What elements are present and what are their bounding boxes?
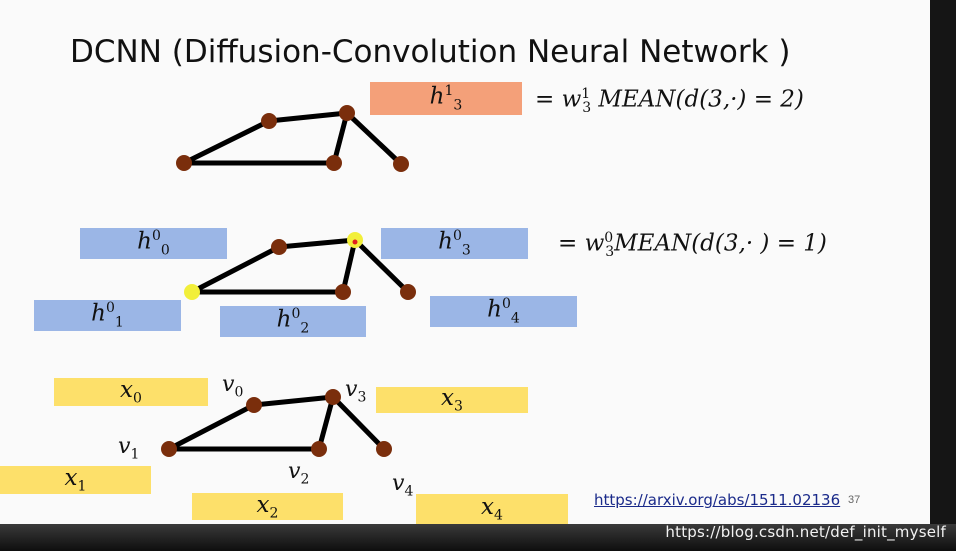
h4-layer0-box: h04	[430, 296, 577, 327]
h3-layer0-box: h03	[381, 228, 528, 259]
input-edge-3-4	[330, 394, 387, 452]
page-number: 37	[848, 494, 861, 506]
input-node-1	[161, 441, 177, 457]
layer2-node-4	[393, 156, 409, 172]
layer2-edge-0-3	[266, 110, 350, 124]
x3-input-box: x3	[376, 385, 528, 415]
layer2-node-0	[261, 113, 277, 129]
slide: DCNN (Diffusion-Convolution Neural Netwo…	[0, 0, 930, 524]
layer2-edge-0-1	[181, 118, 272, 166]
vertex-label-v4: v4	[392, 471, 414, 500]
vertex-label-v0: v0	[222, 372, 244, 401]
window-edge-bottom	[0, 524, 956, 551]
vertex-label-v1: v1	[118, 434, 140, 463]
layer1-center-node-marker	[352, 239, 358, 245]
h2-layer0-box: h02	[220, 306, 366, 337]
input-node-0	[246, 397, 262, 413]
layer2-equation: = w13 MEAN(d(3,·) = 2)	[535, 86, 804, 117]
watermark: https://blog.csdn.net/def_init_myself	[665, 523, 946, 541]
vertex-label-v3: v3	[345, 377, 367, 406]
h1-layer0-box: h01	[34, 300, 181, 331]
input-edge-0-3	[251, 394, 336, 408]
layer1-edge-3-4	[352, 237, 411, 295]
layer2-edge-3-4	[344, 110, 404, 167]
input-edge-2-3	[316, 394, 336, 452]
layer1-edge-2-3	[340, 237, 358, 295]
layer1-node-2	[335, 284, 351, 300]
input-node-2	[311, 441, 327, 457]
x2-input-box: x2	[192, 492, 343, 521]
x4-input-box: x4	[416, 494, 568, 524]
vertex-label-v2: v2	[288, 459, 310, 488]
layer2-node-3	[339, 105, 355, 121]
layer1-node-4	[400, 284, 416, 300]
layer2-edge-2-3	[331, 110, 350, 166]
x1-input-box: x1	[0, 465, 151, 495]
layer1-edge-0-3	[276, 237, 358, 250]
slide-title: DCNN (Diffusion-Convolution Neural Netwo…	[70, 34, 791, 70]
arxiv-link[interactable]: https://arxiv.org/abs/1511.02136	[594, 491, 841, 509]
layer1-node-1	[184, 284, 200, 300]
layer2-node-1	[176, 155, 192, 171]
x0-input-box: x0	[54, 377, 208, 407]
h0-layer0-box: h00	[80, 228, 227, 259]
layer1-node-0	[271, 239, 287, 255]
input-edge-0-1	[166, 402, 257, 452]
graph-canvas	[161, 105, 416, 457]
layer1-edge-0-1	[189, 244, 282, 295]
h3-layer1-box: h13	[370, 82, 522, 115]
input-node-3	[325, 389, 341, 405]
layer1-equation: = w03MEAN(d(3,· ) = 1)	[558, 230, 827, 261]
window-edge-right	[930, 0, 956, 551]
input-node-4	[376, 441, 392, 457]
layer2-node-2	[326, 155, 342, 171]
